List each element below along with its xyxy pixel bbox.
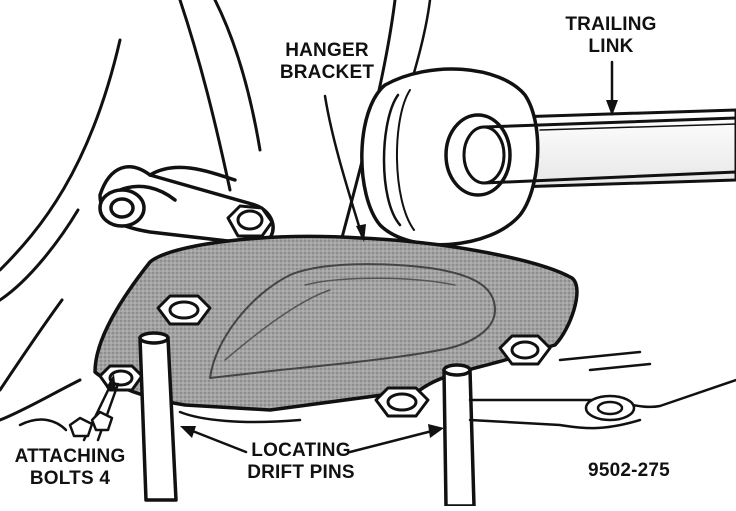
locating-drift-pins-label: LOCATING DRIFT PINS bbox=[236, 440, 366, 484]
hanger-bracket-label: HANGER BRACKET bbox=[272, 40, 382, 84]
control-arm bbox=[98, 165, 275, 247]
hanger-bracket-label-line2: BRACKET bbox=[279, 62, 375, 83]
hanger-bracket-label-line1: HANGER bbox=[285, 40, 369, 61]
bracket-bolt-lower-left bbox=[98, 364, 144, 392]
body-panel bbox=[0, 0, 262, 422]
locating-drift-pins-label-line1: LOCATING bbox=[251, 440, 351, 461]
bracket-bolt-right bbox=[498, 334, 552, 366]
figure-id-text: 9502-275 bbox=[588, 460, 670, 481]
trailing-link-label-line2: LINK bbox=[588, 36, 634, 57]
leader-arrowheads bbox=[106, 100, 618, 438]
attaching-bolts-label-line2: BOLTS 4 bbox=[29, 468, 111, 489]
underbody-lines bbox=[178, 350, 736, 430]
attaching-bolts-label: ATTACHING BOLTS 4 bbox=[4, 446, 136, 490]
figure-id: 9502-275 bbox=[574, 460, 684, 482]
attaching-bolts-label-line1: ATTACHING bbox=[14, 446, 126, 467]
bracket-bolt-lower-center bbox=[374, 386, 430, 418]
trailing-link-label-line1: TRAILING bbox=[565, 14, 657, 35]
locating-drift-pins-label-line2: DRIFT PINS bbox=[247, 462, 355, 483]
attaching-bolt-tips bbox=[68, 410, 114, 438]
bracket-bolt-upper-left bbox=[156, 294, 212, 326]
drift-pin-left bbox=[138, 331, 178, 502]
drift-pin-right bbox=[442, 363, 476, 508]
trailing-link bbox=[360, 67, 736, 247]
trailing-link-label: TRAILING LINK bbox=[556, 14, 666, 58]
arm-nut bbox=[226, 204, 274, 238]
